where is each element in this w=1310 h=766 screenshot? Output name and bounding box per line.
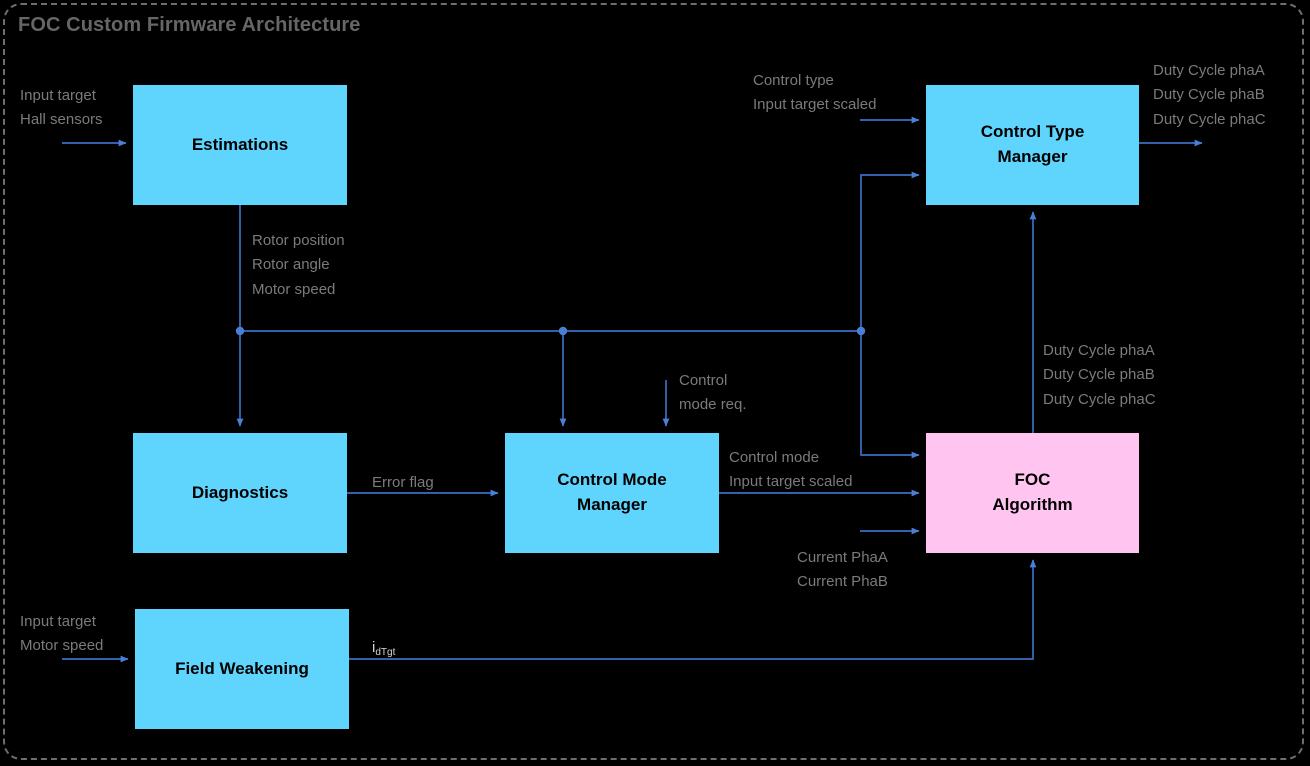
- node-estimations-label: Estimations: [191, 134, 289, 154]
- node-diagnostics[interactable]: Diagnostics: [133, 433, 347, 553]
- node-control-mode-manager[interactable]: Control Mode Manager: [505, 433, 719, 553]
- label-id-target-base: i: [372, 639, 376, 656]
- node-diagnostics-label: Diagnostics: [191, 482, 289, 502]
- label-control-mode-output: Control mode Input target scaled: [729, 449, 853, 491]
- label-input-to-field-weakening: Input target Motor speed: [20, 613, 104, 655]
- node-field-weakening[interactable]: Field Weakening: [135, 609, 349, 729]
- label-error-flag: Error flag: [372, 474, 434, 491]
- junction-dot-control-mode: [558, 326, 568, 336]
- node-foc-algorithm[interactable]: FOC Algorithm: [926, 433, 1139, 553]
- node-control-type-manager[interactable]: Control Type Manager: [926, 85, 1139, 205]
- label-control-type-input: Control type Input target scaled: [753, 72, 877, 114]
- junction-dot-right-bus: [856, 326, 866, 336]
- node-control-type-manager-label: Control Type Manager: [980, 122, 1085, 166]
- junction-dot-estimations: [235, 326, 245, 336]
- label-duty-cycle-output: Duty Cycle phaA Duty Cycle phaB Duty Cyc…: [1153, 62, 1266, 128]
- label-id-target: idTgt: [372, 636, 395, 660]
- label-current-phases: Current PhaA Current PhaB: [797, 549, 888, 591]
- edge-bus-to-control-type-manager: [860, 171, 920, 331]
- node-foc-algorithm-label: FOC Algorithm: [992, 470, 1073, 514]
- label-duty-cycle-foc-to-ctm: Duty Cycle phaA Duty Cycle phaB Duty Cyc…: [1043, 342, 1156, 408]
- label-estimations-output: Rotor position Rotor angle Motor speed: [252, 232, 345, 298]
- edge-field-weakening-to-foc: [349, 559, 1037, 660]
- node-control-mode-manager-label: Control Mode Manager: [557, 470, 667, 514]
- page-title: FOC Custom Firmware Architecture: [18, 14, 361, 36]
- label-control-mode-request: Control mode req.: [679, 372, 747, 414]
- edge-bus-to-foc-algorithm: [860, 331, 920, 459]
- node-estimations[interactable]: Estimations: [133, 85, 347, 205]
- label-id-target-sub: dTgt: [375, 647, 396, 658]
- node-field-weakening-label: Field Weakening: [175, 658, 309, 678]
- label-input-to-estimations: Input target Hall sensors: [20, 87, 103, 129]
